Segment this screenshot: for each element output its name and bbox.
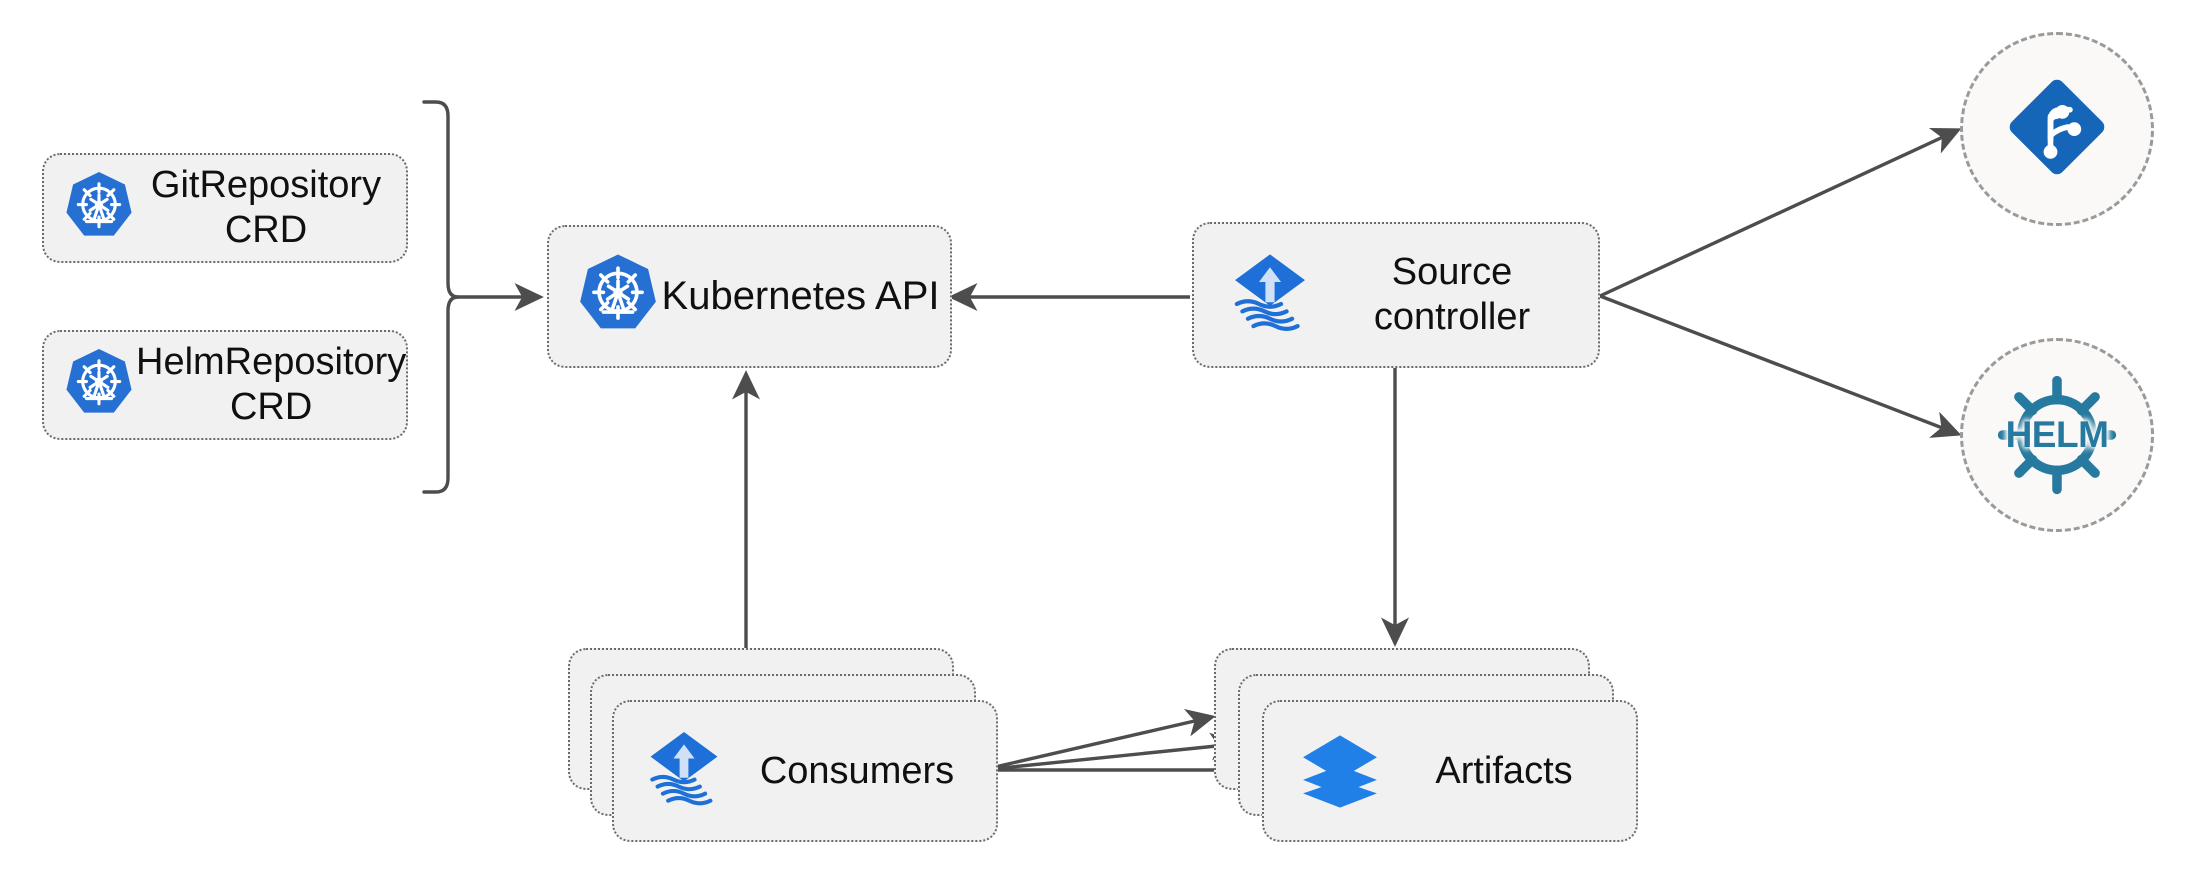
kubernetes-icon [575,251,661,342]
node-artifacts-stack[interactable]: Artifacts [1214,648,1638,858]
node-source-controller[interactable]: Source controller [1192,222,1600,368]
flux-icon [1224,247,1316,344]
kubernetes-icon [62,346,136,425]
node-gitrepository-crd[interactable]: GitRepository CRD [42,153,408,263]
layers-icon [1298,727,1382,816]
wire-consumers-to-artifacts-1 [981,709,1216,772]
node-label: Artifacts [1435,749,1573,792]
helm-wordmark: HELM [2005,414,2109,455]
node-kubernetes-api[interactable]: Kubernetes API [547,225,952,368]
crd-bracket [422,100,544,494]
node-label: Consumers [759,749,955,792]
node-consumers-stack[interactable]: Consumers [568,648,998,858]
helm-icon: HELM [1989,367,2125,503]
node-label: HelmRepository CRD [136,341,407,428]
wire-consumers-to-artifacts-2 [981,732,1240,772]
flux-icon [640,725,728,818]
node-artifacts[interactable]: Artifacts [1262,700,1638,842]
node-helm-source[interactable]: HELM [1960,338,2154,532]
node-git-source[interactable] [1960,32,2154,226]
node-helmrepository-crd[interactable]: HelmRepository CRD [42,330,408,440]
node-label: Kubernetes API [661,273,940,318]
kubernetes-icon [62,169,136,248]
wire-source-to-git [1599,128,1962,298]
git-icon [2003,73,2111,186]
node-label: Source controller [1373,251,1531,338]
node-consumers[interactable]: Consumers [612,700,998,842]
node-label: GitRepository CRD [150,164,382,251]
wire-source-to-helm [1599,294,1962,438]
